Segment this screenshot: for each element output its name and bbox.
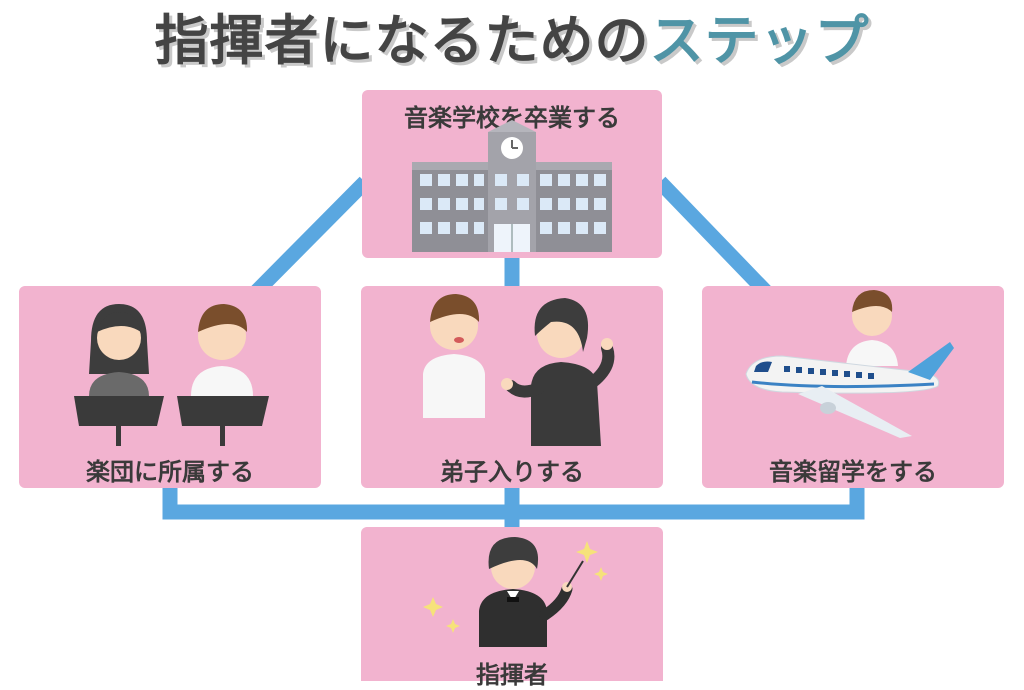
title-accent: ステップ: [649, 9, 870, 72]
airplane-icon: [745, 290, 954, 438]
school-building-icon: [412, 120, 612, 252]
step-label-apprenticeship: 弟子入りする: [440, 458, 584, 486]
step-box-music-school: 音楽学校を卒業する: [362, 90, 662, 258]
step-label-study-abroad: 音楽留学をする: [769, 458, 937, 486]
page-title: 指揮者になるためのステップ: [0, 0, 1024, 82]
connector-top-right: [654, 176, 776, 302]
step-box-orchestra: 楽団に所属する: [19, 286, 321, 488]
mentor-pupil-icon: [423, 294, 615, 446]
orchestra-members-icon: [74, 304, 269, 446]
step-label-orchestra: 楽団に所属する: [86, 458, 254, 486]
step-box-study-abroad: 音楽留学をする: [702, 286, 1004, 488]
step-label-conductor: 指揮者: [476, 661, 548, 689]
title-main: 指揮者になるための: [154, 9, 650, 72]
step-box-conductor: 指揮者: [361, 527, 663, 689]
conductor-icon: [423, 537, 608, 647]
step-box-apprenticeship: 弟子入りする: [361, 286, 663, 488]
connector-top-left: [246, 176, 371, 302]
